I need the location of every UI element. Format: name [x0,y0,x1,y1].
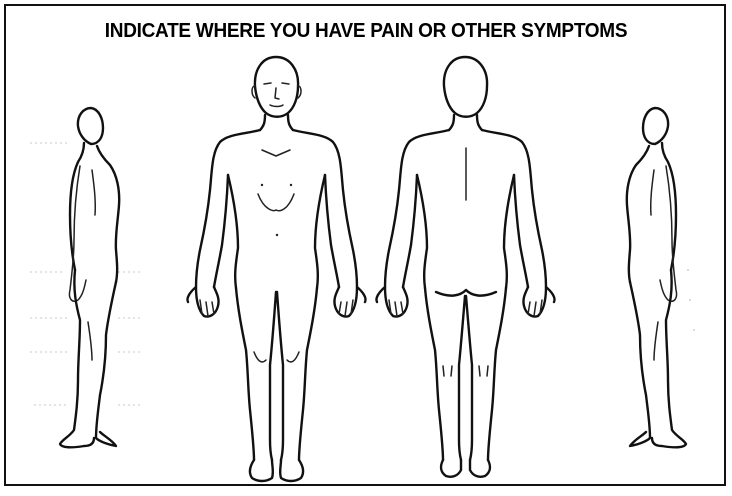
body-side-right-icon[interactable] [627,108,686,447]
body-front-icon[interactable] [187,57,365,481]
body-back-icon[interactable] [376,57,554,477]
scan-artifacts-right [687,269,695,331]
body-side-left-icon[interactable] [60,108,119,447]
scan-artifacts-left [30,143,140,405]
